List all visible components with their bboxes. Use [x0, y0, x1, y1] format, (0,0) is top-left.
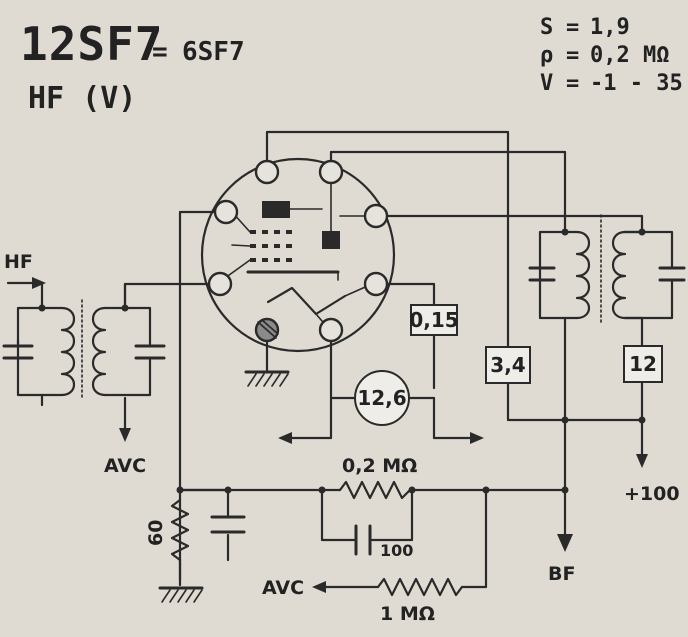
- pin: [213, 199, 239, 225]
- pin: [363, 203, 389, 229]
- tube-electrodes: [224, 179, 373, 329]
- box-anode-current-right: 12: [623, 345, 663, 383]
- param-value: 0,2 MΩ: [590, 43, 669, 68]
- capacitor-cathode: [210, 515, 246, 534]
- resistor-top: [338, 480, 412, 500]
- param-eq: =: [566, 71, 579, 96]
- diode-electrode: [322, 231, 340, 249]
- ground-symbol: [244, 339, 290, 387]
- ground-symbol: [158, 586, 204, 603]
- param-symbol: V: [540, 71, 553, 96]
- equiv-sign: =: [152, 37, 168, 67]
- resistor-top-label: 0,2 MΩ: [342, 455, 417, 477]
- heater-voltage: 12,6: [354, 370, 410, 426]
- bf-output-label: BF: [548, 563, 575, 585]
- resistor-bottom: [376, 577, 464, 597]
- box-screen-current-label: 0,15: [409, 308, 458, 332]
- param-eq: =: [566, 15, 579, 40]
- anode-electrode: [262, 201, 290, 218]
- pin: [318, 159, 344, 185]
- avc-bottom-label: AVC: [262, 577, 304, 599]
- resistor-bottom-label: 1 MΩ: [380, 603, 435, 625]
- heater-voltage-label: 12,6: [357, 386, 406, 410]
- input-transformer: [2, 281, 166, 407]
- param-value: 1,9: [590, 15, 630, 40]
- resistor-cathode: [170, 498, 190, 562]
- resistor-cathode-label: 60: [145, 520, 167, 546]
- param-symbol: S: [540, 15, 553, 40]
- parameters: S = 1,9 ρ = 0,2 MΩ V = -1 - 35: [540, 15, 683, 96]
- box-screen-current: 0,15: [409, 304, 459, 336]
- tube-envelope: [200, 157, 396, 353]
- tube-mode: HF (V): [28, 81, 136, 116]
- tube-pins: [207, 159, 389, 343]
- tube-equivalent: 6SF7: [182, 37, 245, 67]
- capacitor-100: [354, 524, 372, 556]
- box-anode-current-left-label: 3,4: [490, 353, 525, 377]
- output-transformer: [528, 214, 686, 326]
- param-symbol: ρ: [540, 43, 553, 68]
- box-anode-current-right-label: 12: [629, 352, 657, 376]
- param-value: -1 - 35: [590, 71, 683, 96]
- junctions: [38, 228, 646, 494]
- pin: [318, 317, 344, 343]
- pin: [207, 271, 233, 297]
- avc-left-label: AVC: [104, 455, 146, 477]
- hf-input-label: HF: [4, 251, 33, 273]
- pin: [363, 271, 389, 297]
- param-eq: =: [566, 43, 579, 68]
- wires: [123, 130, 644, 589]
- box-anode-current-left: 3,4: [485, 346, 531, 384]
- capacitor-label: 100: [380, 541, 413, 560]
- tube-title: 12SF7: [20, 17, 163, 71]
- supply-label: +100: [624, 483, 680, 505]
- pin: [254, 159, 280, 185]
